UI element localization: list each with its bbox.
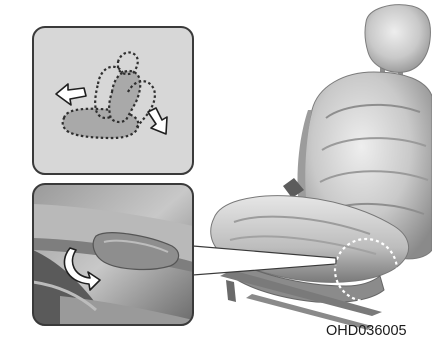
headrest <box>365 5 431 73</box>
car-seat-illustration <box>211 5 432 330</box>
lever-detail-panel <box>33 184 193 325</box>
seat-rail-leg <box>226 280 236 302</box>
figure-code-label: OHD036005 <box>326 323 407 339</box>
schematic-panel <box>33 27 193 174</box>
